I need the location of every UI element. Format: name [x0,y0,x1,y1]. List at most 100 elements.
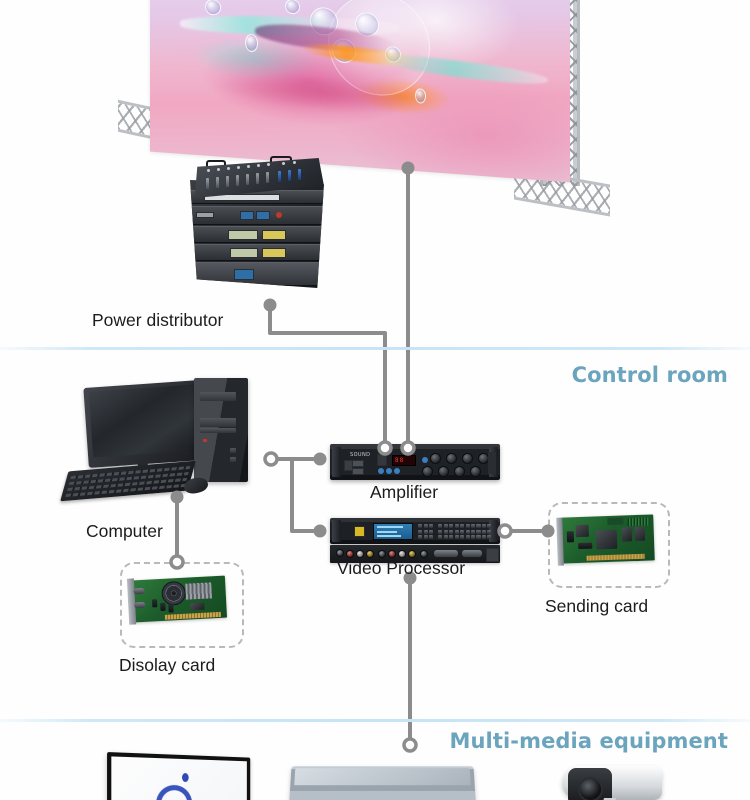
bnc-connector [420,550,428,558]
rca-connector-white [356,550,364,558]
caption-video-processor: Video Processor [337,558,466,578]
capacitor [160,602,166,612]
capacitor [578,542,593,550]
wire-computer-to-processor [269,457,322,533]
bubble-icon [245,33,258,53]
led-screen-content [150,0,570,183]
bubble-icon [285,0,300,15]
rca-connector-white [398,550,406,558]
video-processor-rear-panel [330,545,500,563]
amplifier-indicator [378,468,384,474]
camera-lens-icon [578,777,603,800]
gpu-heatsink [185,582,213,600]
rack-unit-controller [190,206,324,225]
display-card-device [126,575,228,625]
water-droplet [182,772,189,783]
rack-lcd [230,248,258,258]
front-port [230,448,236,453]
caption-display-card: Disolay card [119,655,216,675]
amplifier-indicator [422,457,428,463]
mixer-knob [257,164,260,167]
pc-tower-icon [194,378,248,482]
capacitor [151,599,158,608]
bnc-connector [336,549,344,557]
sending-card-highlight-box [548,502,670,588]
tv-screen [111,756,247,800]
rca-connector-yellow [366,550,374,558]
mixer-knob [267,163,270,166]
card-bracket [556,517,564,566]
amplifier-knob [446,453,457,464]
media-player-device [288,766,477,800]
capacitor [168,604,174,613]
wire-endpoint-filled [313,452,327,466]
wire-endpoint-hollow [497,523,513,539]
video-processor-lcd [373,523,413,540]
warning-label-icon [354,526,365,537]
camera-lens-housing [568,768,612,800]
rack-lcd [234,269,254,280]
caption-computer: Computer [86,521,163,541]
card-bracket [126,578,137,625]
amplifier-knob [430,453,441,464]
wire-endpoint-filled [313,524,327,538]
security-camera-device [528,758,668,800]
rack-strip [262,230,286,240]
rca-connector-red [388,550,396,558]
power-indicator-led [203,439,207,442]
controller-chip [575,524,589,538]
tv-frame [107,752,251,800]
video-processor-keypad-right[interactable] [476,524,491,539]
mixer-knob [247,165,250,168]
rack-unit-amp-a [190,226,324,243]
video-processor-keypad-main[interactable] [438,524,481,539]
video-processor-keypad-left[interactable] [418,524,433,539]
connector-header [607,517,624,526]
front-port [230,457,236,462]
capacitor [566,531,575,543]
caption-amplifier: Amplifier [370,482,439,502]
amplifier-knob [422,466,433,477]
mixer-fader [226,176,229,187]
dvi-port [133,587,145,595]
mixer-knob [237,166,240,169]
rack-power-led [276,212,282,218]
rack-lcd [240,211,254,220]
vga-port [434,550,458,557]
amplifier-display: 88 [392,455,416,466]
amplifier-device: SOUND 88 [330,444,500,480]
amplifier-button [352,460,364,467]
rack-strip [204,194,280,201]
keyboard-icon [60,460,196,502]
amplifier-switch [377,454,387,466]
amplifier-vent [488,452,496,474]
power-distributor-rack [182,156,332,288]
rack-unit-distributor [190,262,324,286]
rca-connector-yellow [408,550,416,558]
mixer-fader [236,175,239,186]
computer-workstation [60,378,266,506]
monitor-screen [88,384,199,458]
section-divider-multimedia [0,719,750,722]
rack-ear-right [489,520,498,542]
video-processor-device [330,518,500,544]
amplifier-brand-label: SOUND [350,452,371,458]
mixer-fader [256,173,259,184]
amplifier-knob [454,466,465,477]
mixer-fader [298,169,301,180]
memory-chip [190,602,205,611]
fpga-chip [595,529,618,550]
zone-title-multimedia: Multi-media equipment [449,729,728,753]
mixer-knob [227,167,230,170]
amplifier-indicator [386,468,392,474]
bnc-connector [378,550,386,558]
rack-ear-left [332,447,341,477]
mixer-fader [216,177,219,188]
memory-chip [621,527,633,542]
rack-strip [262,248,286,258]
zone-title-control-room: Control room [571,363,728,387]
rack-lcd [256,211,270,220]
mixer-knob [282,162,285,165]
mixer-fader [246,174,249,185]
water-splash-graphic [152,780,196,800]
